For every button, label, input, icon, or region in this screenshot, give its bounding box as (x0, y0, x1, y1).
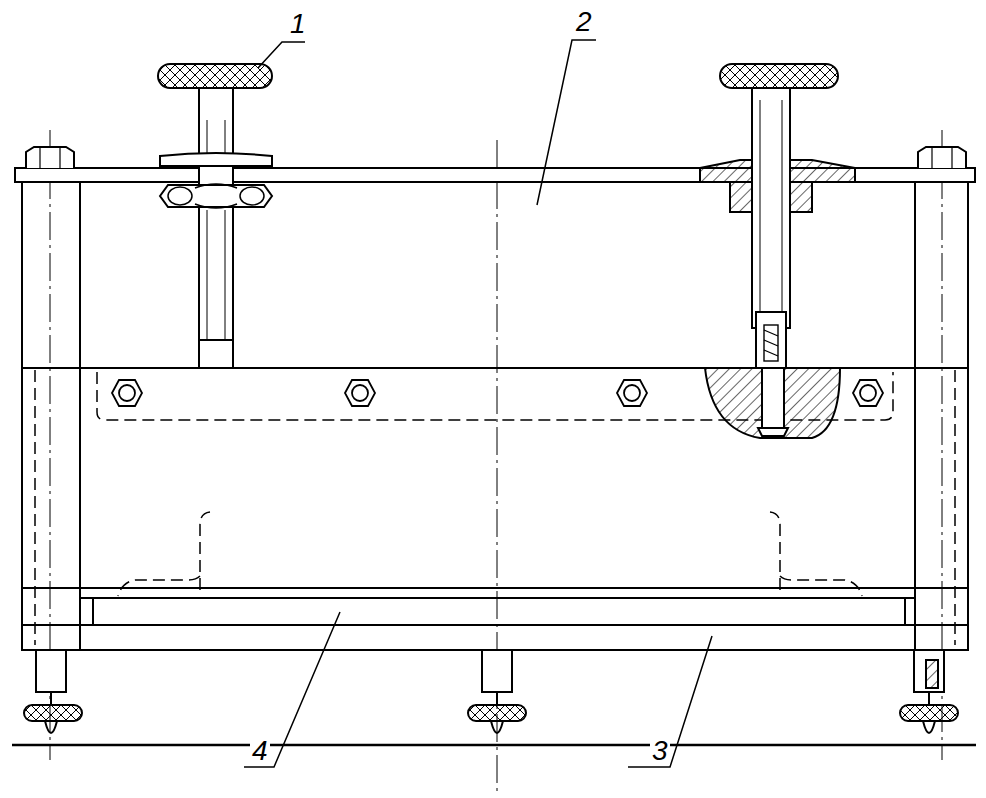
callout-number: 2 (574, 8, 594, 36)
callout-number: 4 (250, 737, 270, 765)
callout-number: 1 (288, 10, 308, 38)
callout-number: 3 (650, 737, 670, 765)
